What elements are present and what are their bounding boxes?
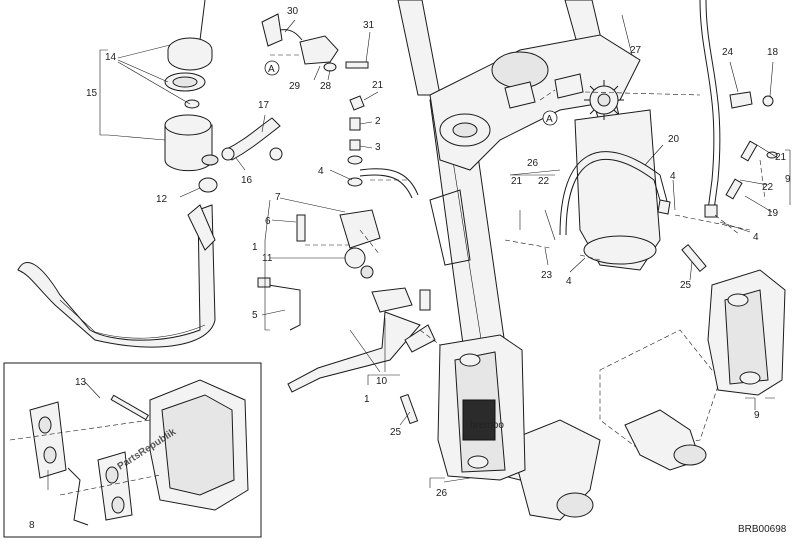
alignment-lines — [270, 54, 766, 346]
callout-24: 24 — [722, 47, 734, 58]
callout-6: 6 — [265, 216, 271, 227]
leader-lines — [47, 14, 791, 490]
callout-19: 19 — [767, 208, 779, 219]
callout-21-top: 21 — [372, 80, 384, 91]
right-bracket-parts — [504, 73, 778, 200]
callout-27: 27 — [630, 45, 642, 56]
callout-28: 28 — [320, 81, 332, 92]
reference-mark-A-right-label: A — [546, 114, 553, 125]
brake-reservoir — [164, 0, 283, 193]
callout-21-right: 21 — [775, 152, 787, 163]
callout-1-bottom: 1 — [364, 394, 370, 405]
reference-mark-A-right: A — [542, 110, 558, 126]
callout-4-middle: 4 — [566, 276, 572, 287]
callout-25-left: 25 — [390, 427, 402, 438]
callout-16: 16 — [241, 175, 253, 186]
callout-18: 18 — [767, 47, 779, 58]
callout-4-right-bottom: 4 — [753, 232, 759, 243]
callout-21-middle: 21 — [511, 176, 523, 187]
svg-text:brembo: brembo — [470, 420, 504, 431]
callout-29: 29 — [289, 81, 301, 92]
callout-14: 14 — [105, 52, 117, 63]
callout-12: 12 — [156, 194, 168, 205]
brake-switch — [261, 13, 369, 72]
callout-4-right-top: 4 — [670, 171, 676, 182]
callout-22-right: 22 — [762, 182, 774, 193]
callout-2: 2 — [375, 116, 381, 127]
reference-mark-A-left-label: A — [268, 64, 275, 75]
callout-1-left: 1 — [252, 242, 258, 253]
callout-15: 15 — [86, 88, 98, 99]
right-brake-caliper — [681, 243, 786, 396]
callout-5: 5 — [252, 310, 258, 321]
callout-labels: 14 15 12 30 31 29 28 21 17 2 3 4 16 7 6 … — [29, 6, 791, 535]
brake-pad-inset — [3, 362, 262, 538]
callout-7: 7 — [275, 192, 281, 203]
callout-23: 23 — [541, 270, 553, 281]
callout-30: 30 — [287, 6, 299, 17]
callout-20: 20 — [668, 134, 680, 145]
callout-22-middle: 22 — [538, 176, 550, 187]
reference-mark-A-left: A — [264, 60, 280, 76]
callout-25-right: 25 — [680, 280, 692, 291]
callout-9-bottom: 9 — [754, 410, 760, 421]
callout-11: 11 — [262, 253, 273, 264]
diagram-code: BRB00698 — [738, 524, 787, 535]
gear-icon — [584, 80, 624, 120]
callout-26-bottom: 26 — [436, 488, 448, 499]
callout-4-left: 4 — [318, 166, 324, 177]
left-brake-caliper: brembo — [399, 334, 526, 481]
callout-3: 3 — [375, 142, 381, 153]
mounting-bracket — [17, 204, 216, 348]
callout-9-top: 9 — [785, 174, 791, 185]
callout-17: 17 — [258, 100, 270, 111]
callout-10: 10 — [376, 376, 388, 387]
callout-31: 31 — [363, 20, 375, 31]
callout-8: 8 — [29, 520, 35, 531]
brake-lever-assembly — [257, 95, 436, 393]
callout-13: 13 — [75, 377, 87, 388]
brake-hoses — [359, 0, 721, 236]
callout-26-top: 26 — [527, 158, 539, 169]
